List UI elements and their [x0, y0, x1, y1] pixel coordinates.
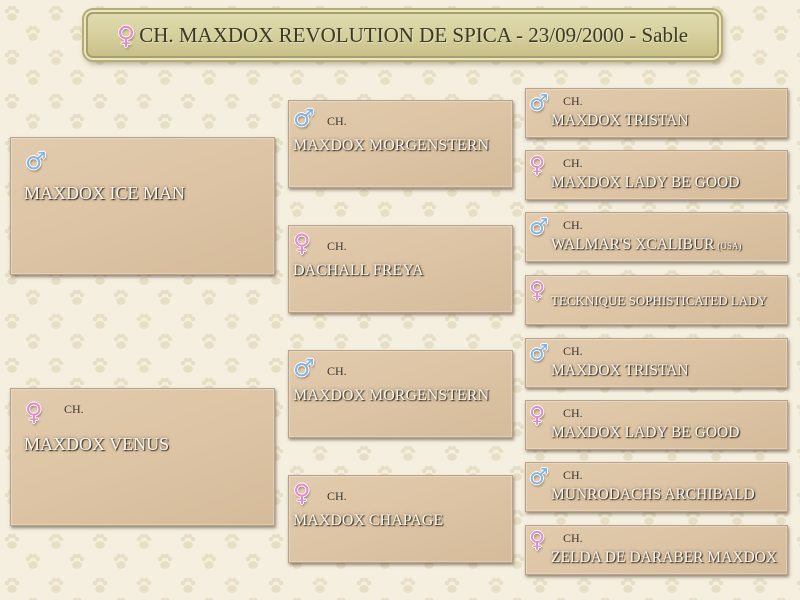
name-line: WALMAR'S XCALIBUR(USA) [551, 237, 741, 253]
pedigree-box-dam[interactable]: ♀ CH. MAXDOX VENUS [10, 388, 275, 526]
female-icon: ♀ [529, 403, 546, 428]
dog-name: ZELDA DE DARABER MAXDOX [551, 549, 778, 566]
dog-name: MAXDOX LADY BE GOOD [551, 424, 740, 441]
name-line: TECKNIQUE SOPHISTICATED LADY [551, 294, 767, 307]
name-line: MAXDOX ICE MAN [24, 184, 185, 202]
name-line: MAXDOX TRISTAN [551, 363, 689, 379]
pedigree-box-dam-dam-sire[interactable]: ♂ CH. MUNRODACHS ARCHIBALD [525, 462, 788, 512]
pedigree-box-dam-sire[interactable]: ♂ CH. MAXDOX MORGENSTERN [288, 350, 513, 438]
name-line: MAXDOX CHAPAGE [293, 513, 443, 529]
female-icon: ♀ [116, 20, 136, 50]
female-icon: ♀ [529, 528, 546, 553]
champion-title: CH. [563, 218, 583, 232]
name-line: MAXDOX VENUS [24, 435, 169, 453]
dog-name: MAXDOX CHAPAGE [293, 512, 444, 529]
pedigree-box-sire-dam-dam[interactable]: ♀ TECKNIQUE SOPHISTICATED LADY [525, 275, 788, 325]
dog-name: MUNRODACHS ARCHIBALD [551, 486, 755, 503]
name-line: ZELDA DE DARABER MAXDOX [551, 550, 777, 566]
name-line: MAXDOX TRISTAN [551, 113, 689, 129]
dog-name: MAXDOX TRISTAN [551, 112, 689, 129]
male-icon: ♂ [529, 465, 549, 490]
title-banner: ♀ CH. MAXDOX REVOLUTION DE SPICA - 23/09… [86, 12, 719, 58]
male-icon: ♂ [529, 341, 549, 366]
dog-name: DACHALL FREYA [293, 262, 424, 279]
dog-name: MAXDOX VENUS [24, 434, 170, 454]
country-suffix: (USA) [717, 241, 742, 251]
pedigree-box-dam-sire-dam[interactable]: ♀ CH. MAXDOX LADY BE GOOD [525, 400, 788, 450]
pedigree-box-sire-sire-sire[interactable]: ♂ CH. MAXDOX TRISTAN [525, 88, 788, 138]
champion-title: CH. [563, 406, 583, 420]
champion-title: CH. [327, 239, 347, 253]
male-icon: ♂ [293, 354, 315, 382]
dog-name: WALMAR'S XCALIBUR [551, 236, 715, 253]
pedigree-box-dam-sire-sire[interactable]: ♂ CH. MAXDOX TRISTAN [525, 338, 788, 388]
dog-name: TECKNIQUE SOPHISTICATED LADY [551, 293, 767, 308]
champion-title: CH. [64, 402, 84, 416]
dog-name: MAXDOX MORGENSTERN [293, 387, 490, 404]
female-icon: ♀ [25, 398, 43, 426]
dog-name: MAXDOX LADY BE GOOD [551, 174, 740, 191]
champion-title: CH. [327, 364, 347, 378]
male-icon: ♂ [529, 91, 549, 116]
female-icon: ♀ [293, 479, 311, 507]
pedigree-box-dam-dam-dam[interactable]: ♀ CH. ZELDA DE DARABER MAXDOX [525, 525, 788, 575]
champion-title: CH. [327, 489, 347, 503]
name-line: MUNRODACHS ARCHIBALD [551, 487, 755, 503]
page-title: CH. MAXDOX REVOLUTION DE SPICA - 23/09/2… [139, 22, 689, 47]
pedigree-box-sire-sire[interactable]: ♂ CH. MAXDOX MORGENSTERN [288, 100, 513, 188]
dog-name: MAXDOX TRISTAN [551, 362, 689, 379]
pedigree-box-sire-sire-dam[interactable]: ♀ CH. MAXDOX LADY BE GOOD [525, 150, 788, 200]
name-line: MAXDOX MORGENSTERN [293, 388, 489, 404]
female-icon: ♀ [529, 278, 546, 303]
champion-title: CH. [563, 156, 583, 170]
male-icon: ♂ [529, 215, 549, 240]
female-icon: ♀ [293, 229, 311, 257]
pedigree-box-dam-dam[interactable]: ♀ CH. MAXDOX CHAPAGE [288, 475, 513, 563]
pedigree-box-sire[interactable]: ♂ MAXDOX ICE MAN [10, 137, 275, 275]
pedigree-box-sire-dam[interactable]: ♀ CH. DACHALL FREYA [288, 225, 513, 313]
female-icon: ♀ [529, 153, 546, 178]
pedigree-box-sire-dam-sire[interactable]: ♂ CH. WALMAR'S XCALIBUR(USA) [525, 212, 788, 262]
male-icon: ♂ [293, 104, 315, 132]
name-line: MAXDOX MORGENSTERN [293, 138, 489, 154]
male-icon: ♂ [25, 147, 47, 175]
champion-title: CH. [563, 531, 583, 545]
name-line: DACHALL FREYA [293, 263, 424, 279]
champion-title: CH. [563, 94, 583, 108]
dog-name: MAXDOX ICE MAN [24, 183, 185, 203]
champion-title: CH. [563, 468, 583, 482]
champion-title: CH. [327, 114, 347, 128]
champion-title: CH. [563, 344, 583, 358]
dog-name: MAXDOX MORGENSTERN [293, 137, 490, 154]
name-line: MAXDOX LADY BE GOOD [551, 175, 739, 191]
name-line: MAXDOX LADY BE GOOD [551, 425, 739, 441]
